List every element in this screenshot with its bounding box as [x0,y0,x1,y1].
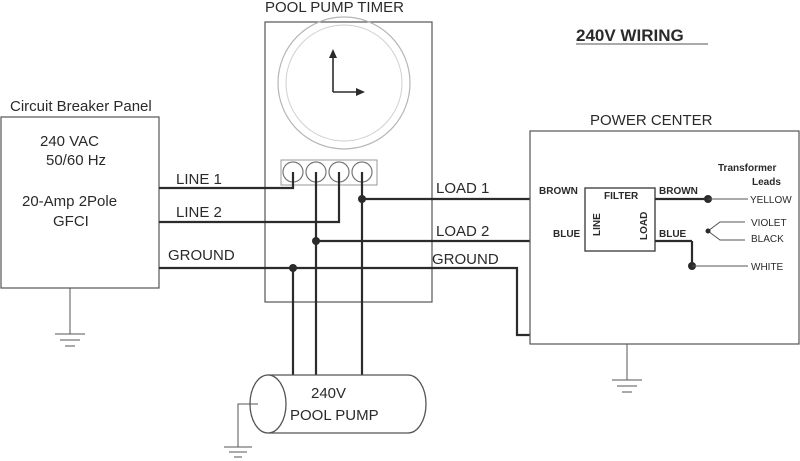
breaker-gfci: GFCI [53,213,89,230]
clock-icon [277,16,411,150]
transformer-leads-title-2: Leads [752,177,781,188]
filter-load-label: LOAD [639,212,650,240]
brown-in-label: BROWN [539,186,578,197]
line2-label: LINE 2 [176,204,222,221]
lead-white: WHITE [751,262,784,273]
breaker-frequency: 50/60 Hz [46,152,106,169]
blue-out-label: BLUE [659,229,687,240]
load1-label: LOAD 1 [436,180,489,197]
pump-voltage: 240V [311,385,346,402]
breaker-panel-title: Circuit Breaker Panel [10,98,152,115]
breaker-panel-box [0,116,160,289]
line1-wire [159,172,295,190]
power-center-wiring [655,195,748,270]
power-center-title: POWER CENTER [590,112,713,129]
brown-out-label: BROWN [659,186,698,197]
power-center-box [529,130,800,345]
filter-line-label: LINE [592,213,603,236]
power-center-ground-icon [612,344,642,393]
timer-label: POOL PUMP TIMER [265,0,404,16]
lead-violet: VIOLET [751,218,787,229]
ground-label-right: GROUND [432,251,499,268]
ground-label-left: GROUND [168,247,235,264]
breaker-voltage: 240 VAC [40,133,99,150]
pump-label: POOL PUMP [290,407,379,424]
transformer-leads-title-1: Transformer [718,163,776,174]
ground-wire [159,266,535,337]
lead-black: BLACK [751,234,784,245]
line2-wire [159,172,341,224]
filter-box [584,187,656,252]
blue-in-label: BLUE [553,229,581,240]
line1-label: LINE 1 [176,171,222,188]
pool-pump-icon [249,374,427,434]
load2-label: LOAD 2 [436,223,489,240]
filter-label: FILTER [604,191,639,202]
pump-ground-icon [224,403,258,458]
lead-yellow: YELLOW [750,195,792,206]
diagram-title: 240V WIRING [576,26,684,45]
breaker-rating: 20-Amp 2Pole [22,193,117,210]
breaker-ground-icon [55,288,85,347]
